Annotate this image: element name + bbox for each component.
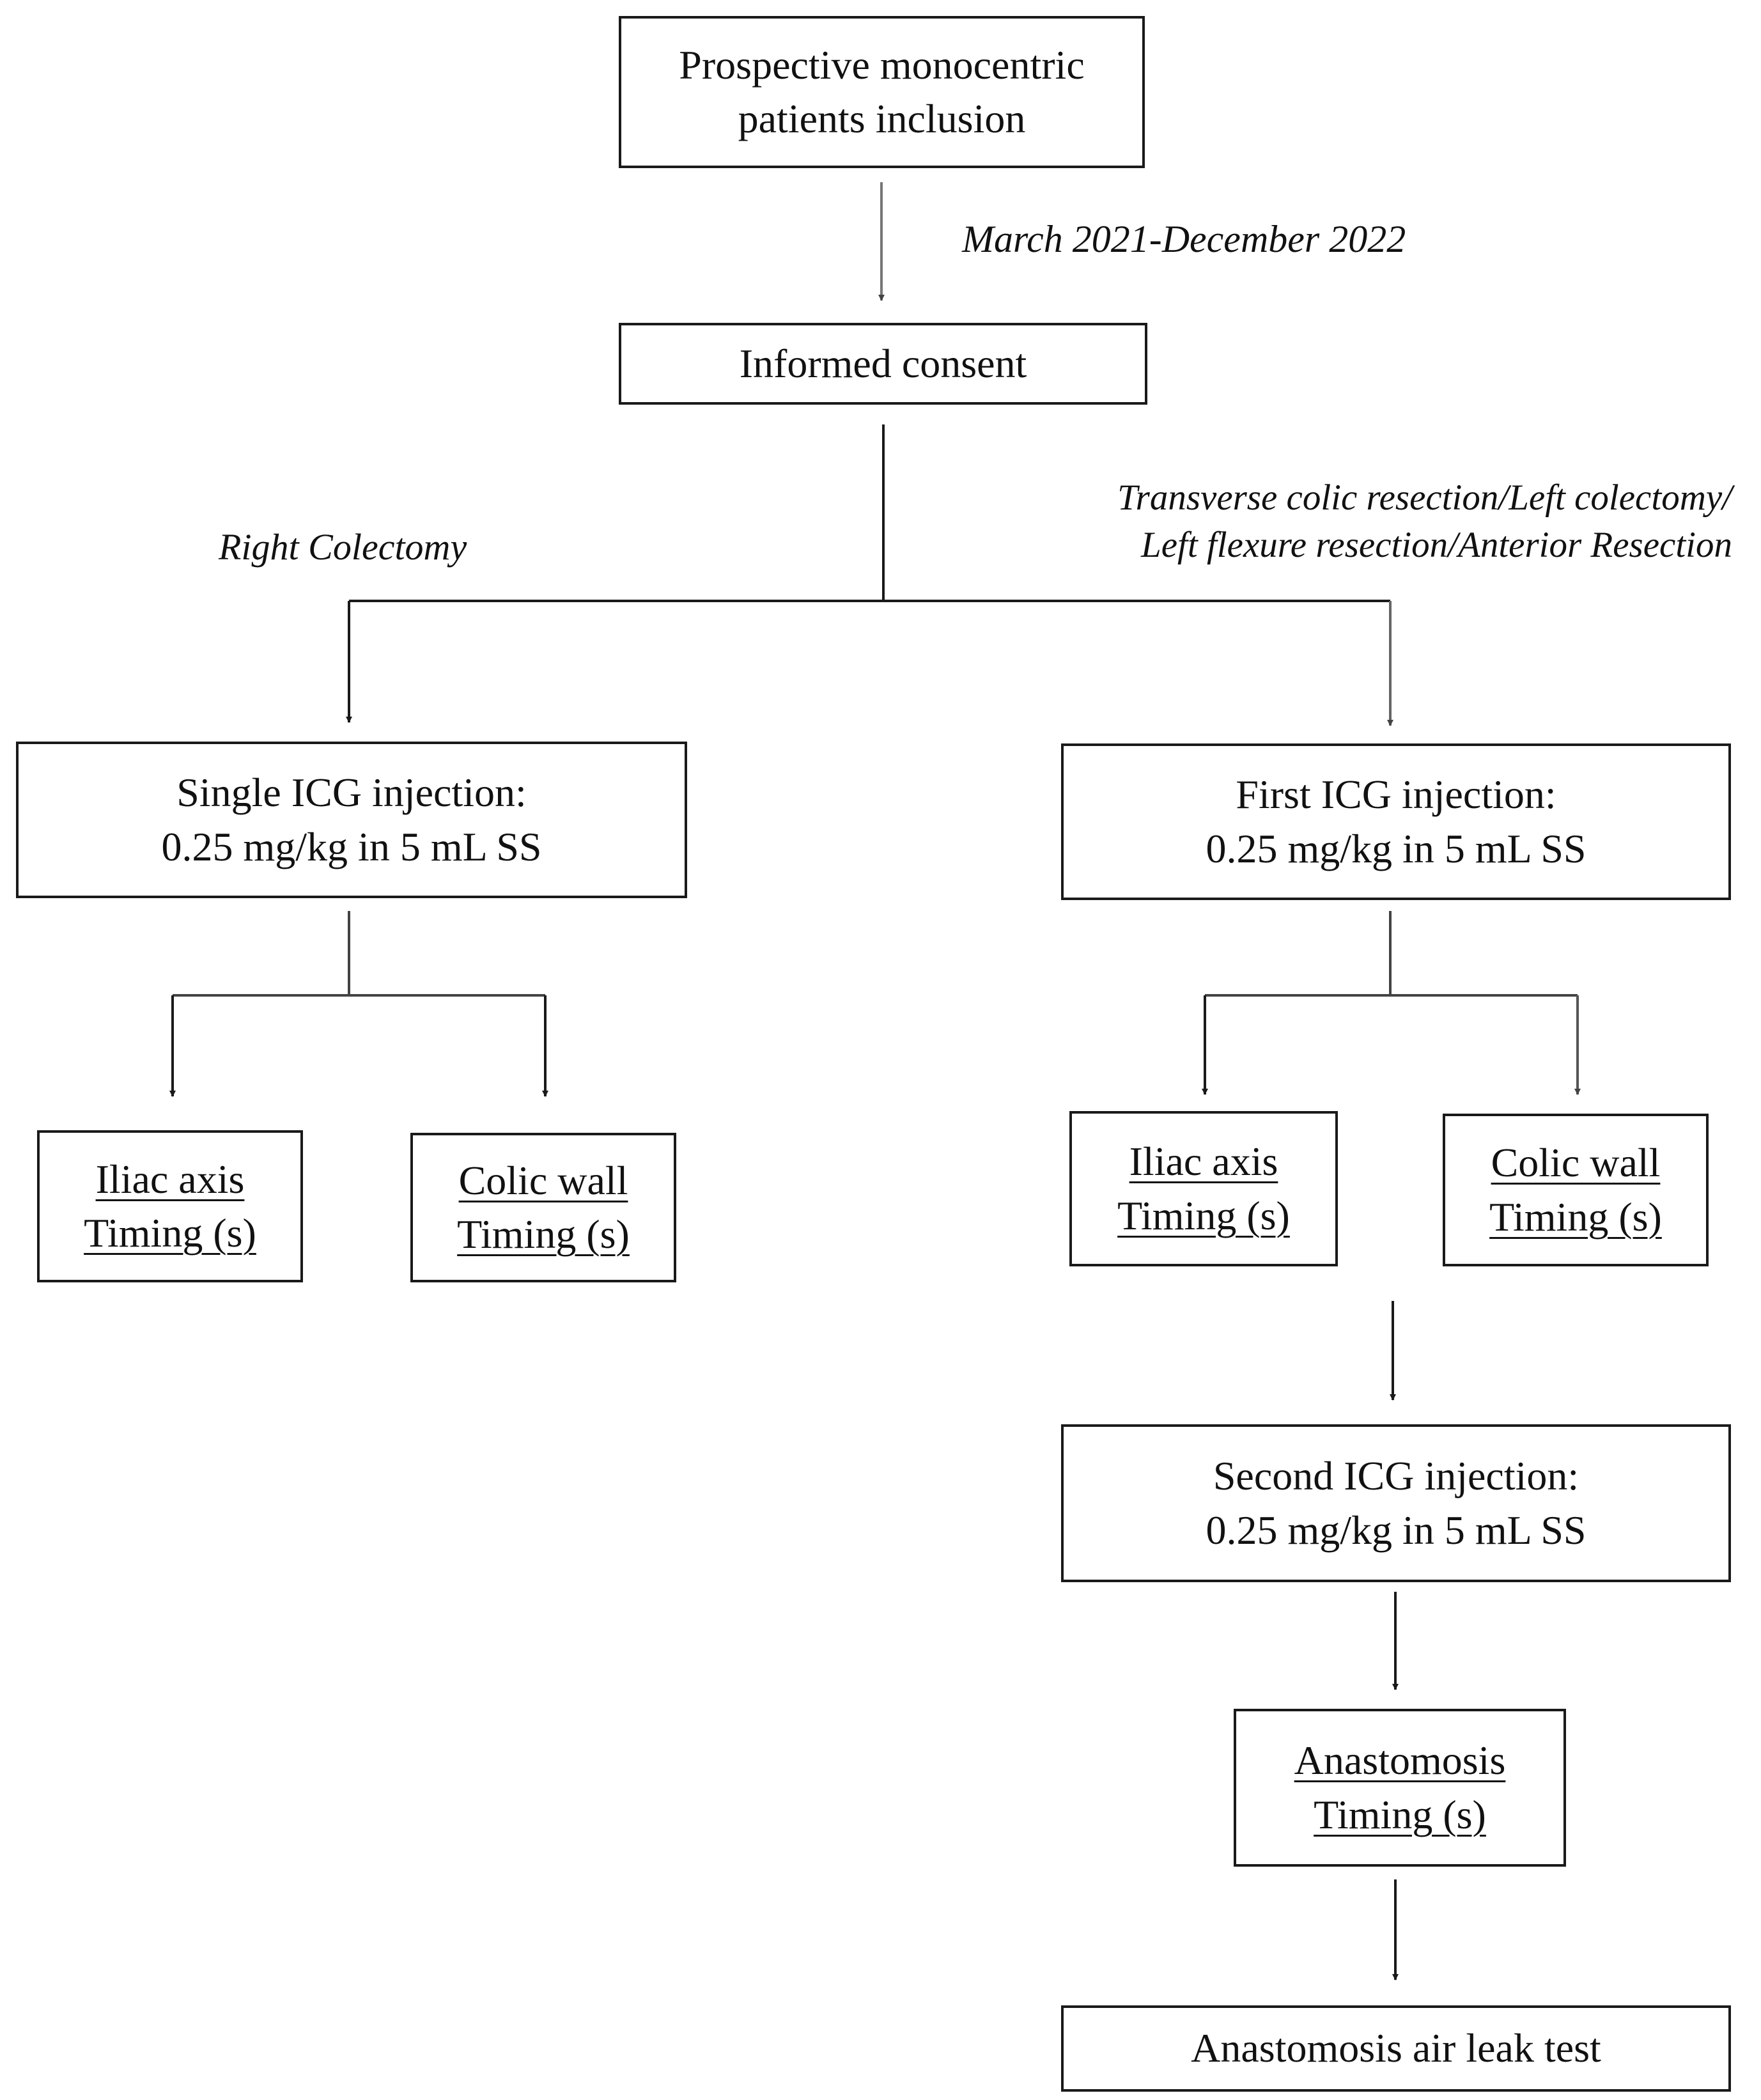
second-injection-line-1: Second ICG injection: <box>1213 1453 1579 1499</box>
left-branch-line-2: Left flexure resection/Anterior Resectio… <box>1141 525 1732 566</box>
left-iliac-line-1: Iliac axis <box>95 1156 245 1202</box>
first-injection-line-1: First ICG injection: <box>1236 772 1556 818</box>
air-leak-test-box: Anastomosis air leak test <box>1061 2005 1731 2092</box>
connector-consent-split <box>349 424 1390 602</box>
inclusion-line-1: Prospective monocentric <box>679 42 1085 88</box>
right-colic-line-2: Timing (s) <box>1489 1194 1662 1240</box>
air-leak-test-line-1: Anastomosis air leak test <box>1191 2025 1601 2071</box>
second-injection-box: Second ICG injection: 0.25 mg/kg in 5 mL… <box>1061 1424 1731 1582</box>
left-iliac-line-2: Timing (s) <box>84 1210 256 1256</box>
second-injection-line-2: 0.25 mg/kg in 5 mL SS <box>1206 1507 1586 1553</box>
single-injection-line-2: 0.25 mg/kg in 5 mL SS <box>161 823 542 869</box>
study-period-label: March 2021-December 2022 <box>962 218 1406 260</box>
left-colic-line-1: Colic wall <box>458 1157 628 1203</box>
right-colic-line-1: Colic wall <box>1491 1140 1661 1186</box>
single-injection-box: Single ICG injection: 0.25 mg/kg in 5 mL… <box>16 742 687 898</box>
anastomosis-timing-line-1: Anastomosis <box>1294 1738 1506 1784</box>
right-iliac-line-1: Iliac axis <box>1129 1139 1278 1185</box>
left-iliac-timing-box: Iliac axis Timing (s) <box>37 1130 303 1282</box>
right-iliac-timing-box: Iliac axis Timing (s) <box>1069 1111 1338 1266</box>
inclusion-line-2: patients inclusion <box>738 96 1026 141</box>
single-injection-line-1: Single ICG injection: <box>176 770 527 816</box>
first-injection-line-2: 0.25 mg/kg in 5 mL SS <box>1206 825 1586 871</box>
anastomosis-timing-line-2: Timing (s) <box>1314 1791 1486 1837</box>
anastomosis-timing-box: Anastomosis Timing (s) <box>1234 1709 1566 1867</box>
right-iliac-line-2: Timing (s) <box>1117 1192 1290 1238</box>
right-branch-label: Right Colectomy <box>219 526 467 568</box>
first-injection-box: First ICG injection: 0.25 mg/kg in 5 mL … <box>1061 743 1731 900</box>
connector-first-split <box>1205 911 1578 997</box>
left-branch-label: Transverse colic resection/Left colectom… <box>1117 474 1732 569</box>
inclusion-box: Prospective monocentric patients inclusi… <box>619 16 1145 168</box>
consent-line-1: Informed consent <box>739 340 1027 386</box>
left-colic-timing-box: Colic wall Timing (s) <box>410 1133 676 1282</box>
connector-single-split <box>173 911 545 997</box>
left-colic-line-2: Timing (s) <box>457 1211 630 1257</box>
left-branch-line-1: Transverse colic resection/Left colectom… <box>1117 478 1732 518</box>
right-colic-timing-box: Colic wall Timing (s) <box>1443 1114 1709 1266</box>
consent-box: Informed consent <box>619 323 1147 405</box>
